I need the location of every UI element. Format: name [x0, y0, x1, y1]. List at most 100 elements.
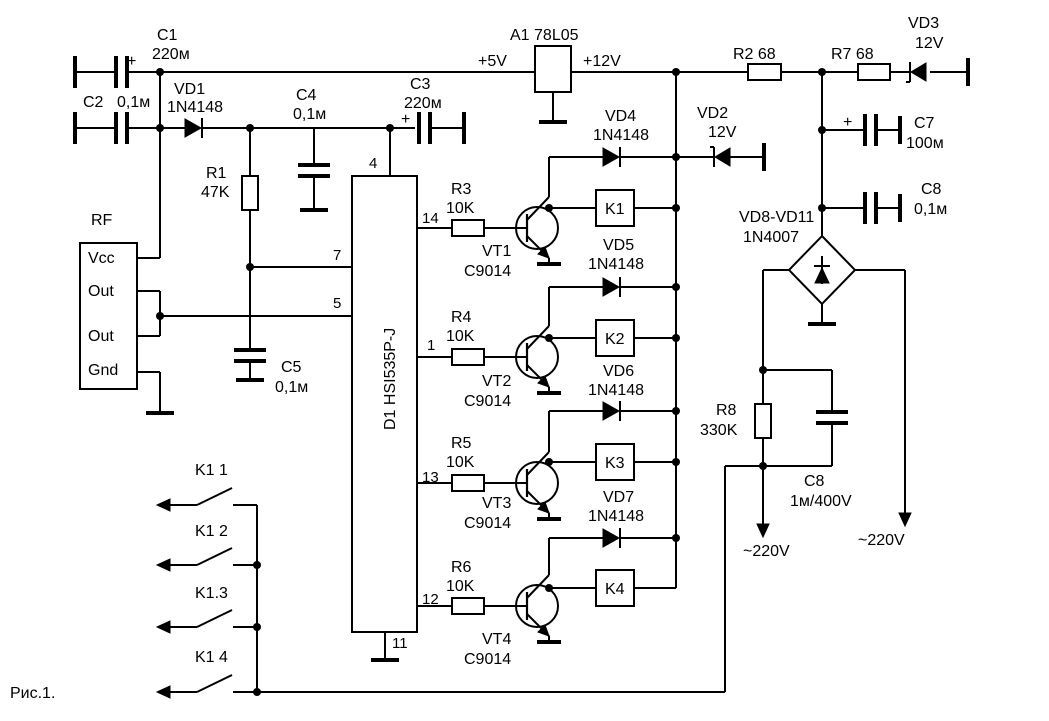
c1-value: 220м	[152, 46, 190, 63]
rf-pin-vcc: Vcc	[88, 250, 115, 267]
zener-vd2: VD2 12V	[676, 105, 766, 171]
vd1-ref: VD1	[174, 81, 205, 98]
vd7-ref: VD7	[603, 489, 634, 506]
ic-d1: D1 HSI535P-J 4 7 5 14 1 13 12 11	[333, 128, 439, 662]
zener-vd3: VD3 12V	[906, 15, 944, 83]
d1-pin-13: 13	[422, 469, 439, 486]
vd3-value: 12V	[915, 35, 944, 52]
c8a-value: 0,1м	[914, 201, 947, 218]
contact-k1-2: K1 2	[195, 523, 228, 540]
vt3-ref: VT3	[482, 495, 511, 512]
top-rail	[128, 58, 970, 86]
driver-stage-3: R5 10K VT3 C9014 VD6 1N4148 K3	[417, 363, 676, 532]
capacitor-c8-small: C8 0,1м	[822, 181, 947, 224]
vt1-value: C9014	[464, 263, 511, 280]
a1-in: +12V	[583, 53, 621, 70]
junction	[156, 68, 164, 76]
rf-pin-out1: Out	[88, 283, 114, 300]
contact-k1-3: K1.3	[195, 585, 228, 602]
vd4-ref: VD4	[605, 108, 636, 125]
r6-value: 10K	[446, 578, 475, 595]
d1-pin-4: 4	[369, 155, 377, 172]
resistor-r2: R2 68	[733, 46, 782, 81]
resistor-r1: R1 47K	[201, 128, 259, 333]
mains-right: ~220V	[858, 532, 905, 549]
relay-k4: K4	[605, 581, 625, 598]
r1-value: 47K	[201, 184, 230, 201]
c3-value: 220м	[404, 95, 442, 112]
c2-value: 0,1м	[117, 94, 150, 111]
bridge-value: 1N4007	[743, 229, 799, 246]
d1-pin-12: 12	[422, 591, 439, 608]
c4-ref: C4	[296, 87, 317, 104]
bridge-ref: VD8-VD11	[739, 209, 814, 226]
contact-k1-4: K1 4	[195, 649, 228, 666]
a1-ref: A1 78L05	[510, 27, 579, 44]
r6-ref: R6	[451, 559, 472, 576]
c5-value: 0,1м	[275, 379, 308, 396]
r4-value: 10K	[446, 328, 475, 345]
vt3-value: C9014	[464, 515, 511, 532]
rf-module: RF Vcc Out Out Gnd	[79, 212, 138, 390]
vt2-ref: VT2	[482, 373, 511, 390]
bridge-rectifier: VD8-VD11 1N4007	[739, 209, 912, 528]
driver-stage-4: R6 10K VT4 C9014 VD7 1N4148 K4	[417, 489, 676, 668]
relay-contacts: K1 1 K1 2 K1.3 K1 4	[155, 462, 261, 699]
relay-k1: K1	[605, 201, 625, 218]
rf-title: RF	[91, 212, 113, 229]
vt4-ref: VT4	[482, 631, 511, 648]
diode-vd1: VD1 1N4148	[167, 81, 223, 138]
r8-value: 330K	[700, 422, 738, 439]
d1-pin-5: 5	[333, 295, 341, 312]
c8b-value: 1м/400V	[790, 493, 852, 510]
c4-value: 0,1м	[293, 106, 326, 123]
r5-value: 10K	[446, 454, 475, 471]
capacitor-c1: + C1 220м	[73, 27, 190, 88]
vd2-value: 12V	[708, 124, 737, 141]
vd6-value: 1N4148	[588, 382, 644, 399]
capacitor-c4: C4 0,1м	[293, 87, 330, 212]
capacitor-c8-film: C8 1м/400V	[763, 370, 852, 510]
c5-ref: C5	[281, 359, 302, 376]
vd5-value: 1N4148	[588, 256, 644, 273]
c8a-ref: C8	[921, 181, 942, 198]
junction	[672, 68, 680, 76]
mains-left: ~220V	[743, 543, 790, 560]
r3-ref: R3	[451, 181, 472, 198]
vd5-ref: VD5	[603, 237, 634, 254]
driver-stage-1: R3 10K VT1 C9014 VD4 1N4148 K1	[417, 108, 676, 280]
capacitor-c7: + C7 100м	[822, 114, 944, 152]
vd7-value: 1N4148	[588, 508, 644, 525]
driver-stage-2: R4 10K VT2 C9014 VD5 1N4148 K2	[417, 237, 676, 410]
rf-pin-out2: Out	[88, 328, 114, 345]
resistor-r8: R8 330K	[700, 402, 772, 439]
resistor-r7: R7 68	[831, 46, 891, 81]
contact-k1-1: K1 1	[195, 462, 228, 479]
vt4-value: C9014	[464, 651, 511, 668]
d1-pin-14: 14	[422, 210, 439, 227]
capacitor-c5: C5 0,1м	[234, 267, 308, 396]
c7-plus: +	[843, 114, 852, 131]
vd1-value: 1N4148	[167, 99, 223, 116]
r3-value: 10K	[446, 200, 475, 217]
d1-pin-7: 7	[333, 247, 341, 264]
vt2-value: C9014	[464, 393, 511, 410]
vd3-ref: VD3	[908, 15, 939, 32]
c3-plus: +	[401, 111, 410, 128]
c7-value: 100м	[906, 135, 944, 152]
r7-label: R7 68	[831, 46, 874, 63]
vd4-value: 1N4148	[593, 127, 649, 144]
capacitor-c2: C2 0,1м	[73, 94, 150, 144]
r4-ref: R4	[451, 309, 472, 326]
r8-ref: R8	[716, 402, 737, 419]
c3-ref: C3	[410, 76, 431, 93]
d1-label: D1 HSI535P-J	[382, 328, 399, 430]
c2-ref: C2	[83, 94, 104, 111]
c7-ref: C7	[914, 115, 935, 132]
vt1-ref: VT1	[482, 243, 511, 260]
capacitor-c3: + C3 220м	[401, 76, 466, 144]
rf-pin-gnd: Gnd	[88, 362, 118, 379]
r1-ref: R1	[206, 165, 227, 182]
relay-k2: K2	[605, 331, 625, 348]
